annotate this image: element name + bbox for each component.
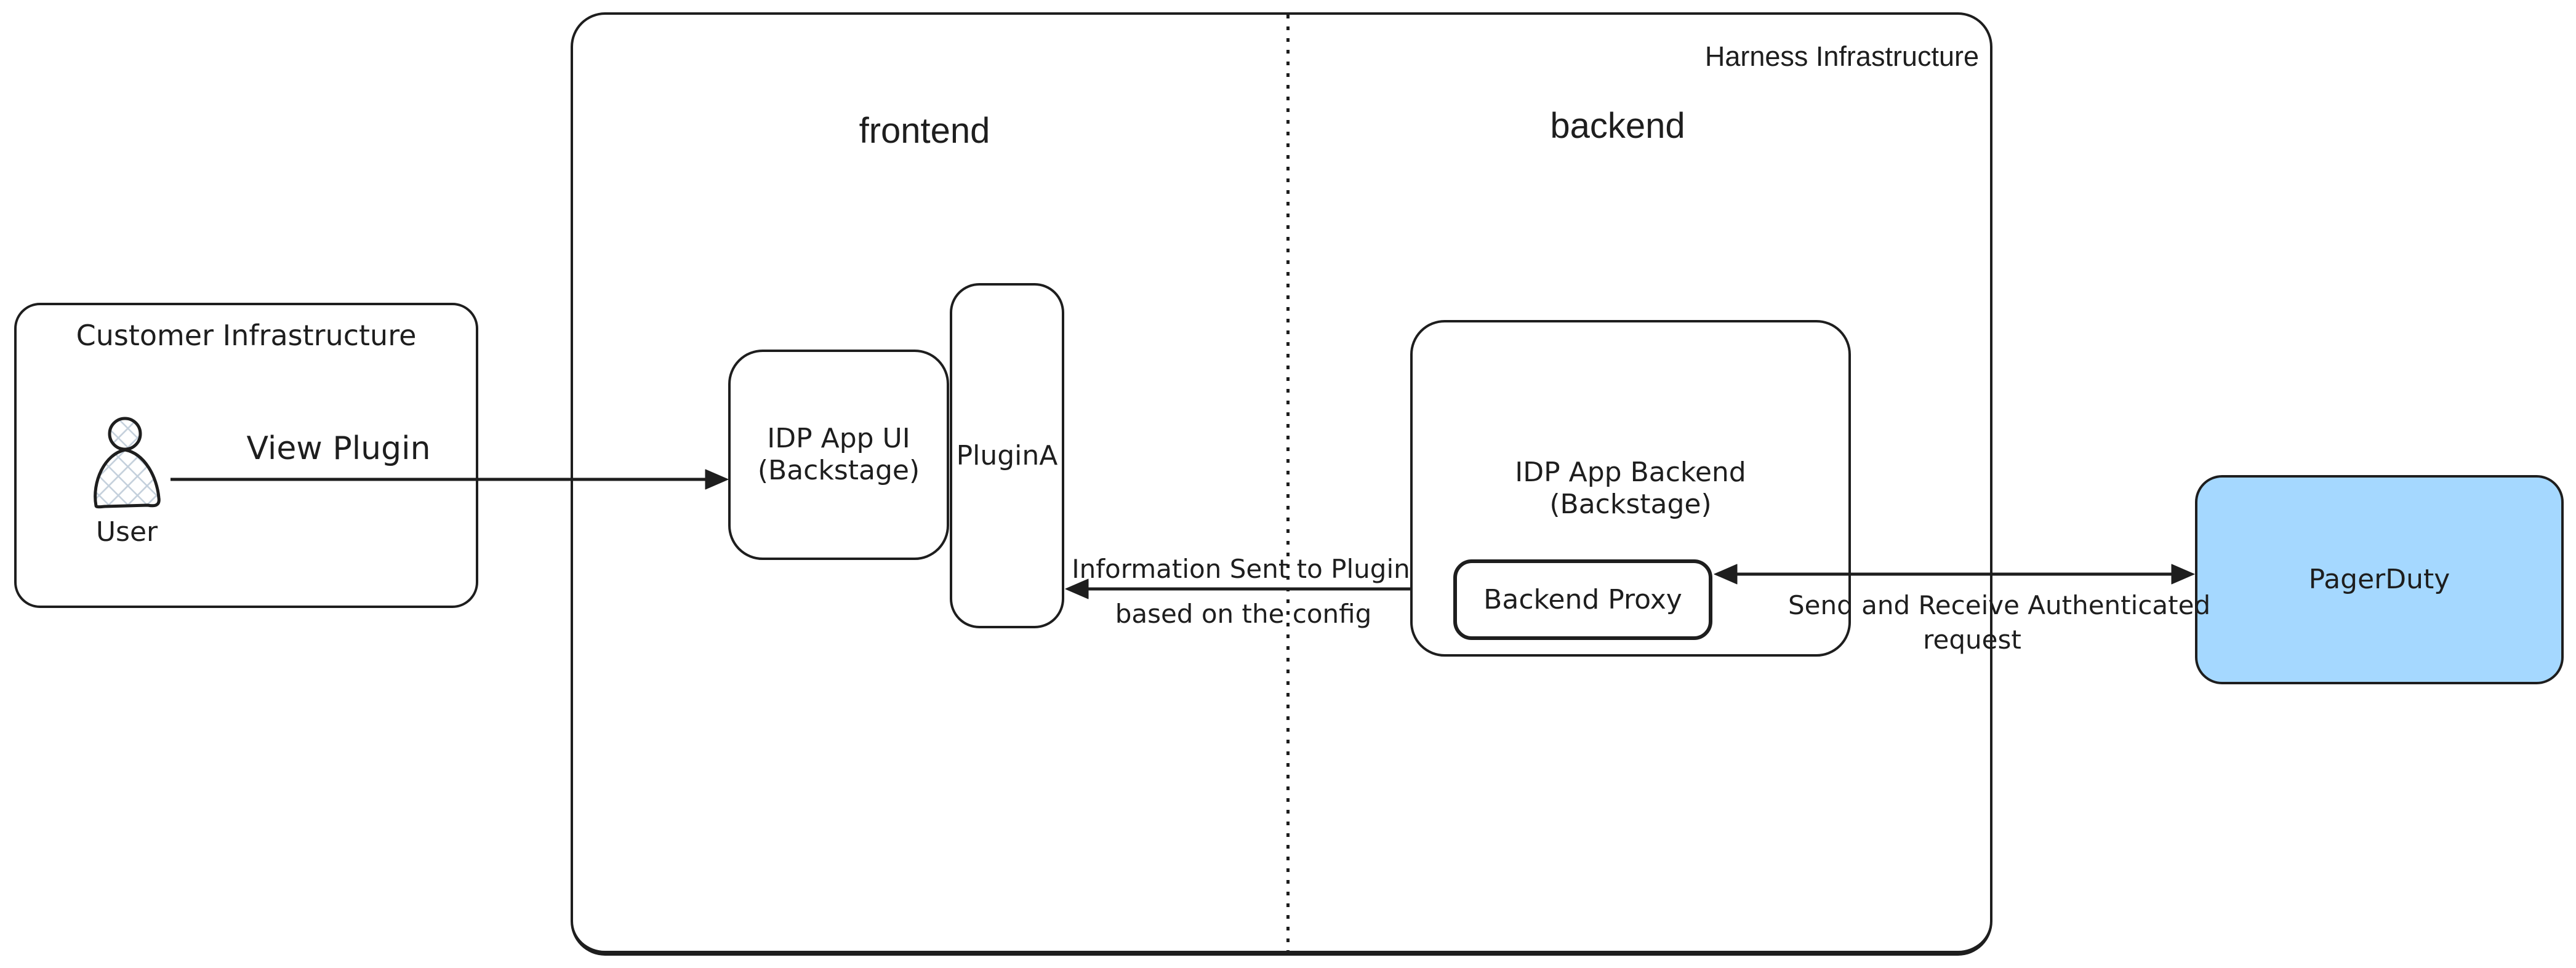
- plugin-a-label: PluginA: [956, 439, 1058, 471]
- idp-app-backend-node: IDP App Backend (Backstage): [1410, 320, 1851, 657]
- idp-app-backend-label-line2: (Backstage): [1549, 488, 1712, 520]
- pagerduty-node: PagerDuty: [2195, 475, 2564, 684]
- customer-infrastructure-box: [14, 303, 478, 608]
- auth-arrow-label-line1: Send and Receive Authenticated: [1788, 590, 2211, 620]
- frontend-section-label: frontend: [859, 111, 990, 151]
- plugin-a-node: PluginA: [950, 283, 1064, 628]
- auth-arrow-label-line2: request: [1923, 625, 2021, 655]
- user-icon: [94, 417, 161, 509]
- backend-proxy-node: Backend Proxy: [1453, 559, 1712, 640]
- pagerduty-label: PagerDuty: [2308, 564, 2450, 596]
- idp-app-ui-label-line1: IDP App UI: [767, 423, 910, 455]
- idp-app-ui-node: IDP App UI (Backstage): [728, 350, 949, 560]
- harness-infrastructure-title: Harness Infrastructure: [1704, 41, 1979, 72]
- idp-app-backend-label-line1: IDP App Backend: [1515, 456, 1746, 488]
- customer-infrastructure-title: Customer Infrastructure: [76, 319, 417, 352]
- information-arrow: [1065, 578, 1410, 599]
- frontend-backend-divider: [1286, 15, 1290, 954]
- information-arrow-label-line2: based on the config: [1115, 599, 1372, 629]
- information-arrow-label-line1: Information Sent to Plugin: [1072, 554, 1410, 584]
- idp-app-ui-label-line2: (Backstage): [757, 455, 920, 486]
- auth-request-arrow: [1714, 564, 2195, 585]
- backend-section-label: backend: [1550, 106, 1685, 146]
- backend-proxy-label: Backend Proxy: [1483, 583, 1682, 615]
- view-plugin-arrow: [171, 469, 729, 490]
- user-label: User: [95, 516, 158, 548]
- view-plugin-arrow-label: View Plugin: [246, 430, 431, 467]
